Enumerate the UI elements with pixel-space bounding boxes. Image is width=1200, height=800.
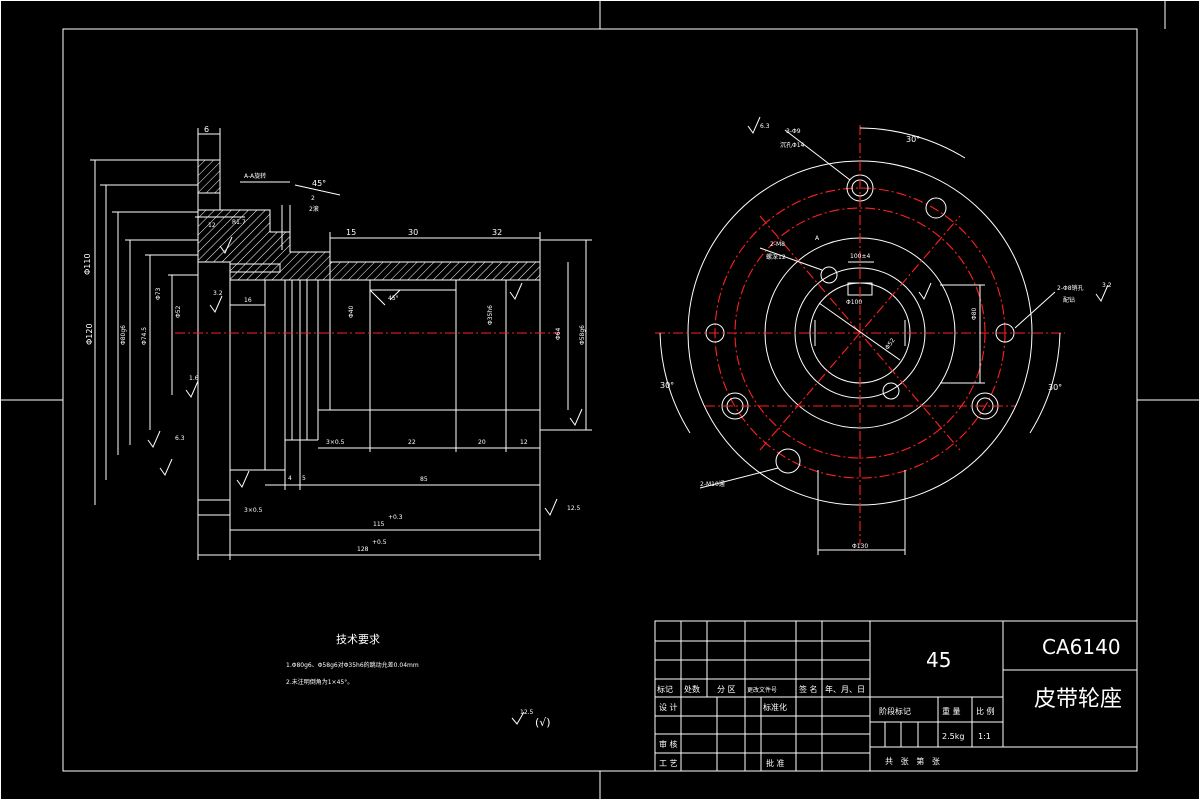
tb-scale-label: 比 例	[976, 706, 995, 716]
dim-45deg-2: 45°	[388, 295, 399, 302]
dim-2: 2	[311, 195, 315, 202]
tb-weight: 2.5kg	[942, 732, 964, 741]
dim-85: 85	[420, 476, 428, 483]
title-block: 45 CA6140 皮带轮座 标记 处数 分 区 更改文件号 签 名 年、月、日…	[654, 620, 1138, 772]
tb-col-date: 年、月、日	[825, 684, 865, 694]
dim-128: 128	[357, 546, 369, 553]
tb-part-name: 皮带轮座	[1034, 687, 1122, 712]
lbl-a: A	[815, 235, 820, 242]
dim-128-tol: +0.5	[372, 539, 387, 546]
dim-d110: Φ110	[83, 253, 92, 275]
dim-d52: Φ52	[175, 305, 182, 318]
dim-20: 20	[478, 439, 486, 446]
dim-d35h6: Φ35h6	[487, 305, 494, 325]
rough-4: 12.5	[567, 505, 581, 512]
dim-45deg: 45°	[312, 179, 326, 188]
dim-d58g6: Φ58g6	[579, 325, 586, 345]
dim-12: 12	[208, 222, 216, 229]
dim-d745: Φ74.5	[141, 327, 148, 345]
lbl-counterbore: 沉孔Φ14	[780, 141, 805, 149]
dim-d73: Φ73	[155, 287, 162, 300]
dim-r17: R1.7	[232, 219, 246, 226]
tb-col-count: 处数	[684, 684, 700, 694]
lbl-thread-depth: 螺深12	[766, 253, 786, 261]
lbl-2d8pin: 2-Φ8销孔	[1057, 284, 1084, 292]
tb-weight-label: 重 量	[942, 706, 961, 716]
lbl-2m8: 2-M8	[770, 241, 785, 248]
notes-line-1: 1.Φ80g6、Φ58g6对Φ35h6的跳动允差0.04mm	[286, 661, 419, 669]
tb-review: 审 核	[659, 739, 678, 749]
lbl-3xd9: 3-Φ9	[786, 128, 801, 135]
dim-6: 6	[204, 125, 209, 134]
technical-notes: 技术要求 1.Φ80g6、Φ58g6对Φ35h6的跳动允差0.04mm 2.未注…	[286, 633, 551, 729]
tb-col-zone: 分 区	[717, 685, 736, 694]
section-view: 6 A-A旋转 45° 2 2滚 12 R1.7 15 30 32 45° 16…	[83, 125, 592, 560]
dim-3x05b: 3×0.5	[244, 507, 263, 514]
tb-scale: 1:1	[978, 732, 991, 741]
dim-2gun: 2滚	[309, 205, 319, 213]
dim-32: 32	[492, 228, 502, 237]
tb-design: 设 计	[659, 702, 678, 712]
dim-15: 15	[346, 228, 356, 237]
lbl-rough-32: 3.2	[1102, 282, 1112, 289]
lbl-30deg-top: 30°	[906, 135, 920, 144]
tb-standard: 标准化	[763, 702, 787, 712]
lbl-30deg-right: 30°	[1048, 383, 1062, 392]
lbl-d100: Φ100	[846, 299, 862, 306]
tb-col-sign: 签 名	[799, 684, 818, 694]
tb-process: 工 艺	[659, 759, 678, 768]
notes-line-2: 2.未注明倒角为1×45°。	[286, 678, 353, 686]
dim-115: 115	[373, 521, 385, 528]
dim-4: 4	[288, 475, 292, 482]
tb-col-mark: 标记	[657, 684, 673, 694]
notes-title: 技术要求	[336, 633, 380, 646]
dim-30: 30	[408, 228, 418, 237]
notes-roughness-paren: (√)	[535, 716, 551, 729]
dim-d40: Φ40	[348, 305, 355, 318]
rough-3: 6.3	[175, 435, 185, 442]
tb-col-change-doc: 更改文件号	[747, 686, 777, 694]
lbl-rough-63: 6.3	[760, 123, 770, 130]
tb-sheets: 共 张 第 张	[885, 756, 940, 766]
dim-16: 16	[244, 297, 252, 304]
end-view: 3-Φ9 沉孔Φ14 30° 2-M8 螺深12 A 100±4 2-Φ8销孔 …	[655, 116, 1112, 555]
dim-22: 22	[408, 439, 416, 446]
dim-d120: Φ120	[85, 323, 94, 345]
tb-approve: 批 准	[766, 758, 785, 768]
lbl-d52: Φ52	[884, 337, 897, 351]
lbl-d130: Φ130	[852, 543, 868, 550]
lbl-100: 100±4	[850, 253, 870, 260]
tb-model: CA6140	[1042, 635, 1121, 659]
dim-d80g6: Φ80g6	[120, 325, 127, 345]
tb-material: 45	[926, 648, 951, 672]
lbl-d80: Φ80	[971, 307, 978, 320]
rough-1: 3.2	[213, 290, 223, 297]
dim-5: 5	[302, 475, 306, 482]
dim-3x05: 3×0.5	[326, 439, 345, 446]
dim-115-tol: +0.3	[388, 514, 403, 521]
rough-2: 1.6	[189, 375, 199, 382]
dim-d64: Φ64	[555, 327, 562, 340]
lbl-drill: 配钻	[1063, 296, 1075, 304]
dim-12b: 12	[520, 439, 528, 446]
lbl-2m10: 2-M10通	[700, 480, 725, 488]
tb-stage: 阶段标记	[879, 706, 911, 716]
notes-roughness-value: 12.5	[520, 709, 534, 716]
dim-aa: A-A旋转	[244, 172, 266, 180]
lbl-30deg-left: 30°	[660, 381, 674, 390]
